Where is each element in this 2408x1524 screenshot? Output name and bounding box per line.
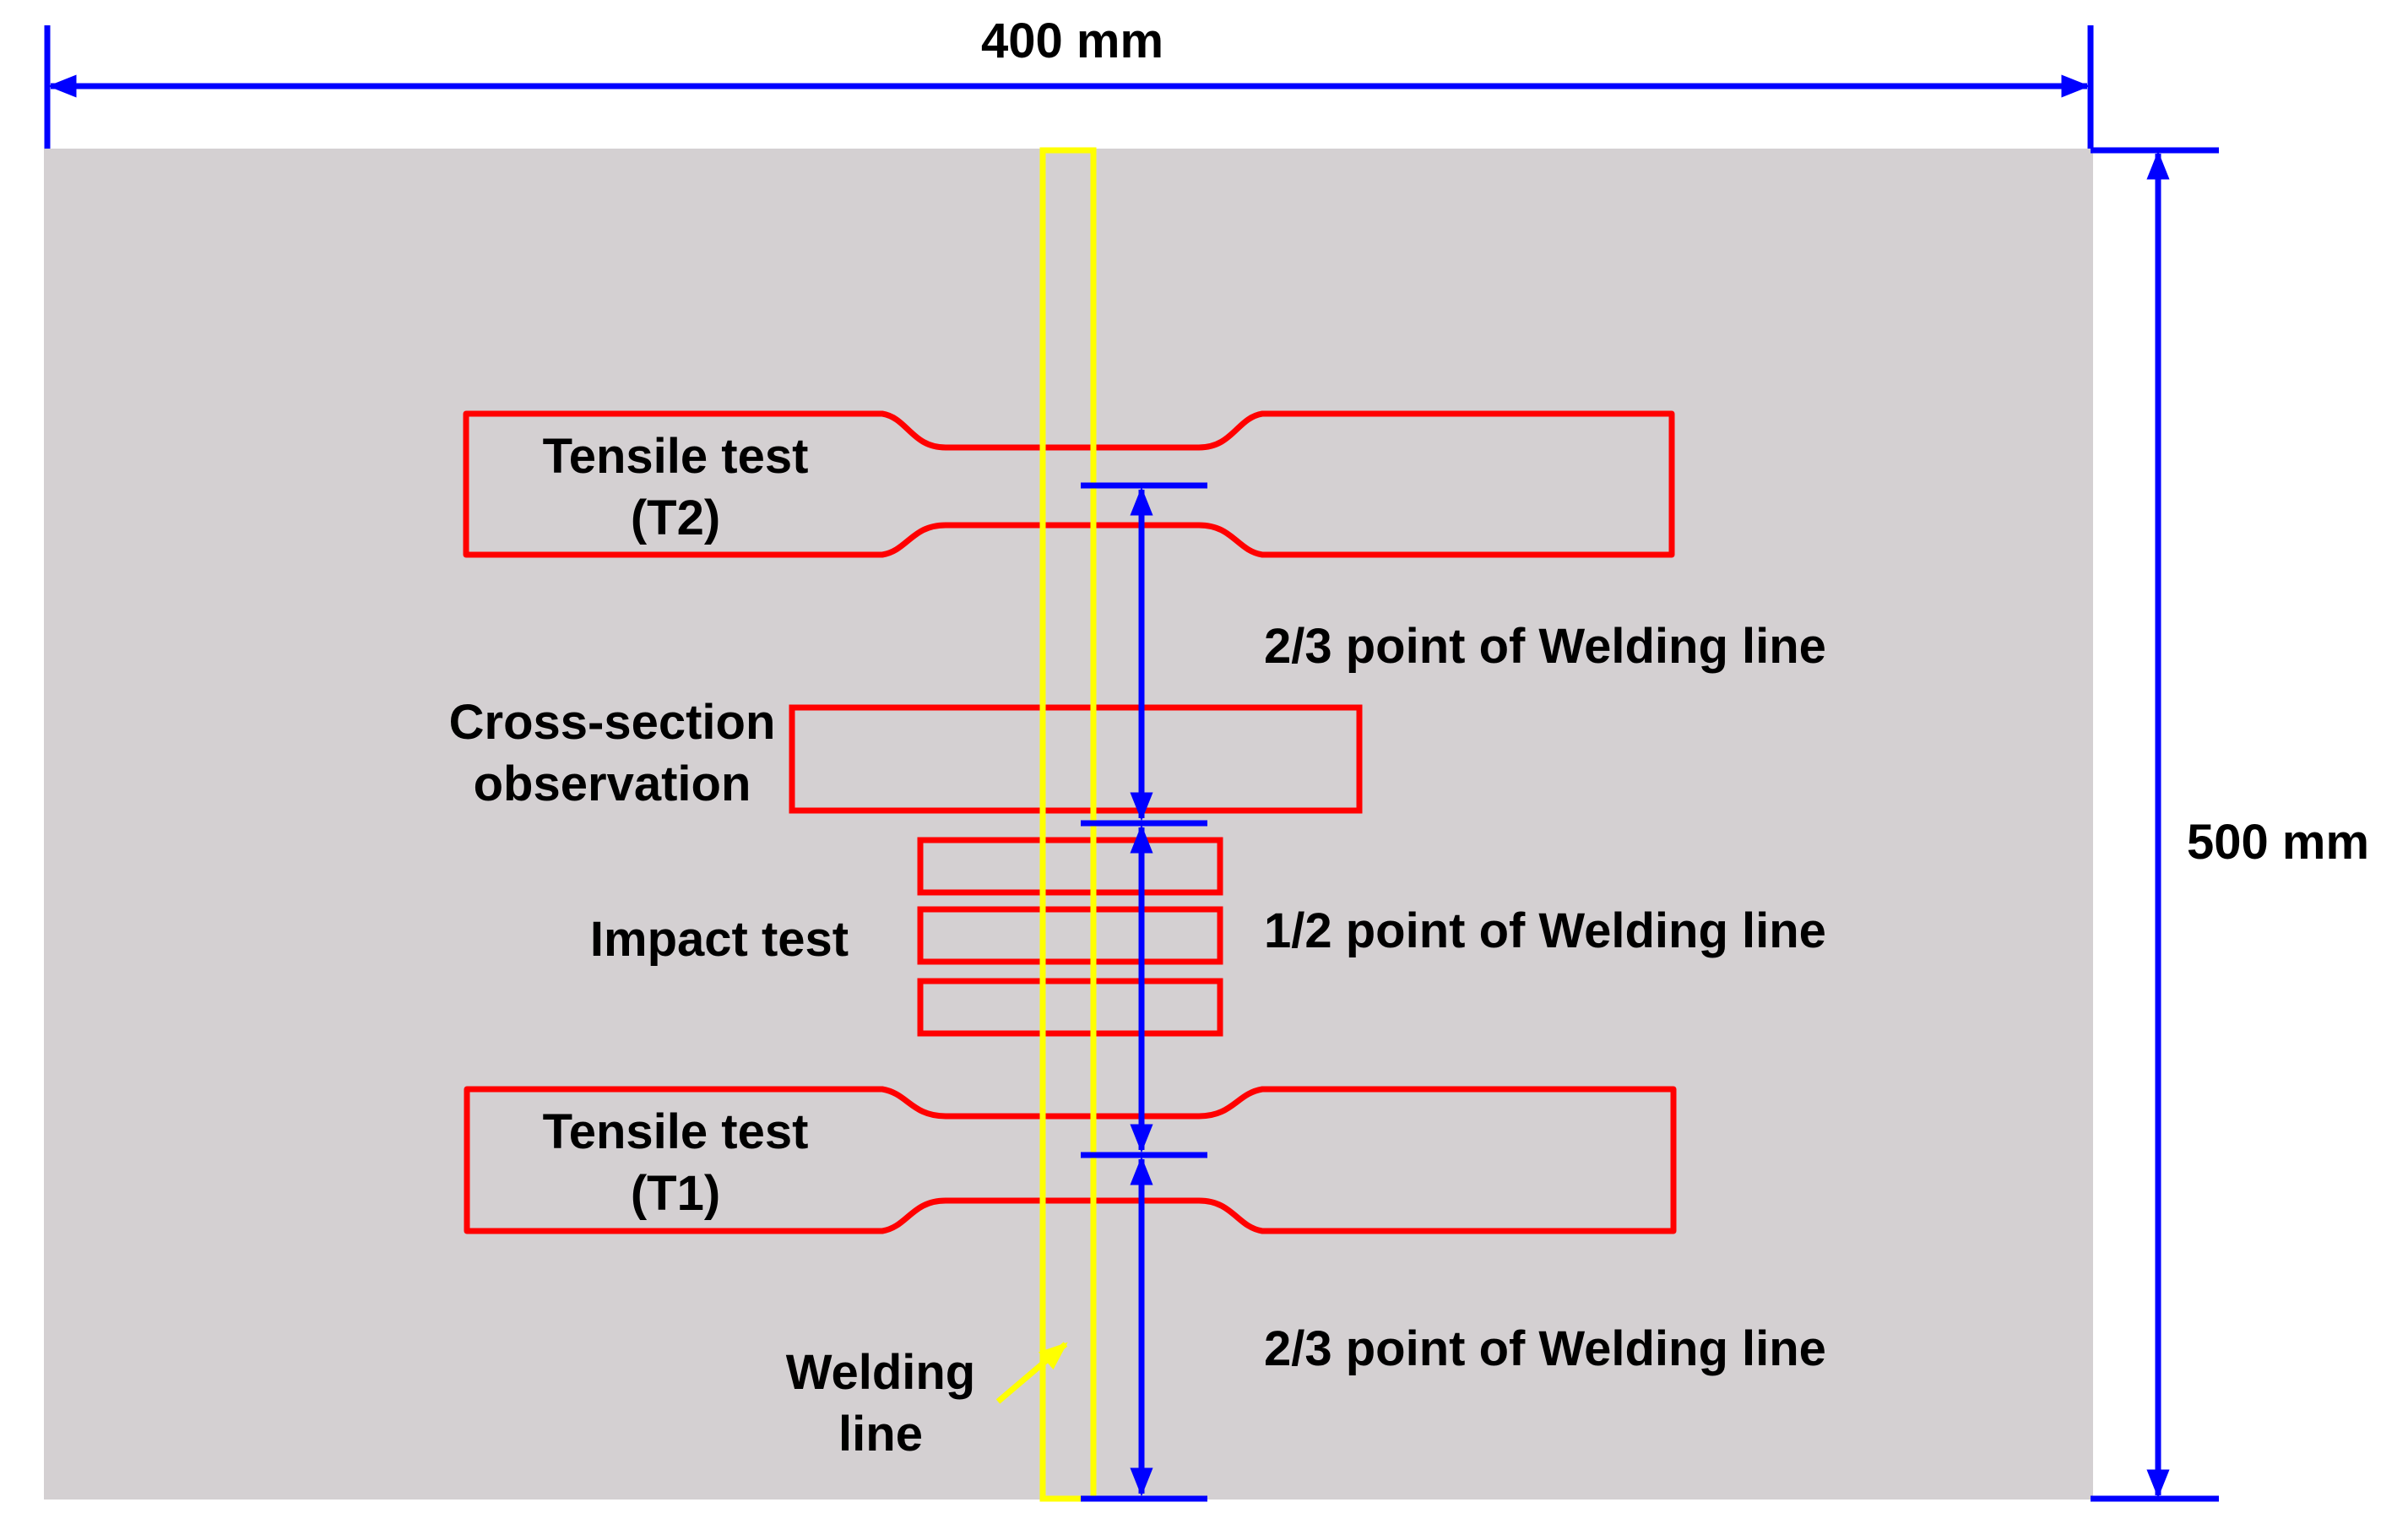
tensile-specimen-t1	[464, 1086, 1677, 1234]
cross-section-specimen	[789, 704, 1363, 814]
middle-point-label: 1/2 point of Welding line	[1264, 903, 1826, 958]
tensile-t1-label-line2: (T1)	[631, 1166, 720, 1221]
cross-section-label-line2: observation	[474, 757, 751, 811]
tensile-t1-label-line1: Tensile test	[543, 1104, 809, 1159]
steel-plate	[44, 149, 2093, 1500]
impact-specimen-1	[917, 837, 1223, 896]
impact-specimen-3	[917, 978, 1223, 1037]
width-label: 400 mm	[981, 14, 1163, 68]
upper-point-label: 2/3 point of Welding line	[1264, 619, 1826, 674]
cross-section-label-line1: Cross-section	[449, 695, 776, 750]
welding-line-label-line1: Welding	[786, 1345, 975, 1400]
height-dimension	[2091, 147, 2219, 1502]
width-dimension	[44, 25, 2094, 149]
height-label: 500 mm	[2187, 815, 2369, 870]
lower-point-label: 2/3 point of Welding line	[1264, 1321, 1826, 1376]
tensile-specimen-t2	[463, 410, 1675, 558]
welding-line-pointer	[995, 1342, 1068, 1404]
welding-line-label-line2: line	[838, 1407, 923, 1462]
position-markers	[1081, 482, 1207, 1502]
impact-label: Impact test	[590, 912, 849, 967]
impact-specimen-2	[917, 906, 1223, 965]
tensile-t2-label-line1: Tensile test	[543, 429, 809, 484]
tensile-t2-label-line2: (T2)	[631, 491, 720, 545]
